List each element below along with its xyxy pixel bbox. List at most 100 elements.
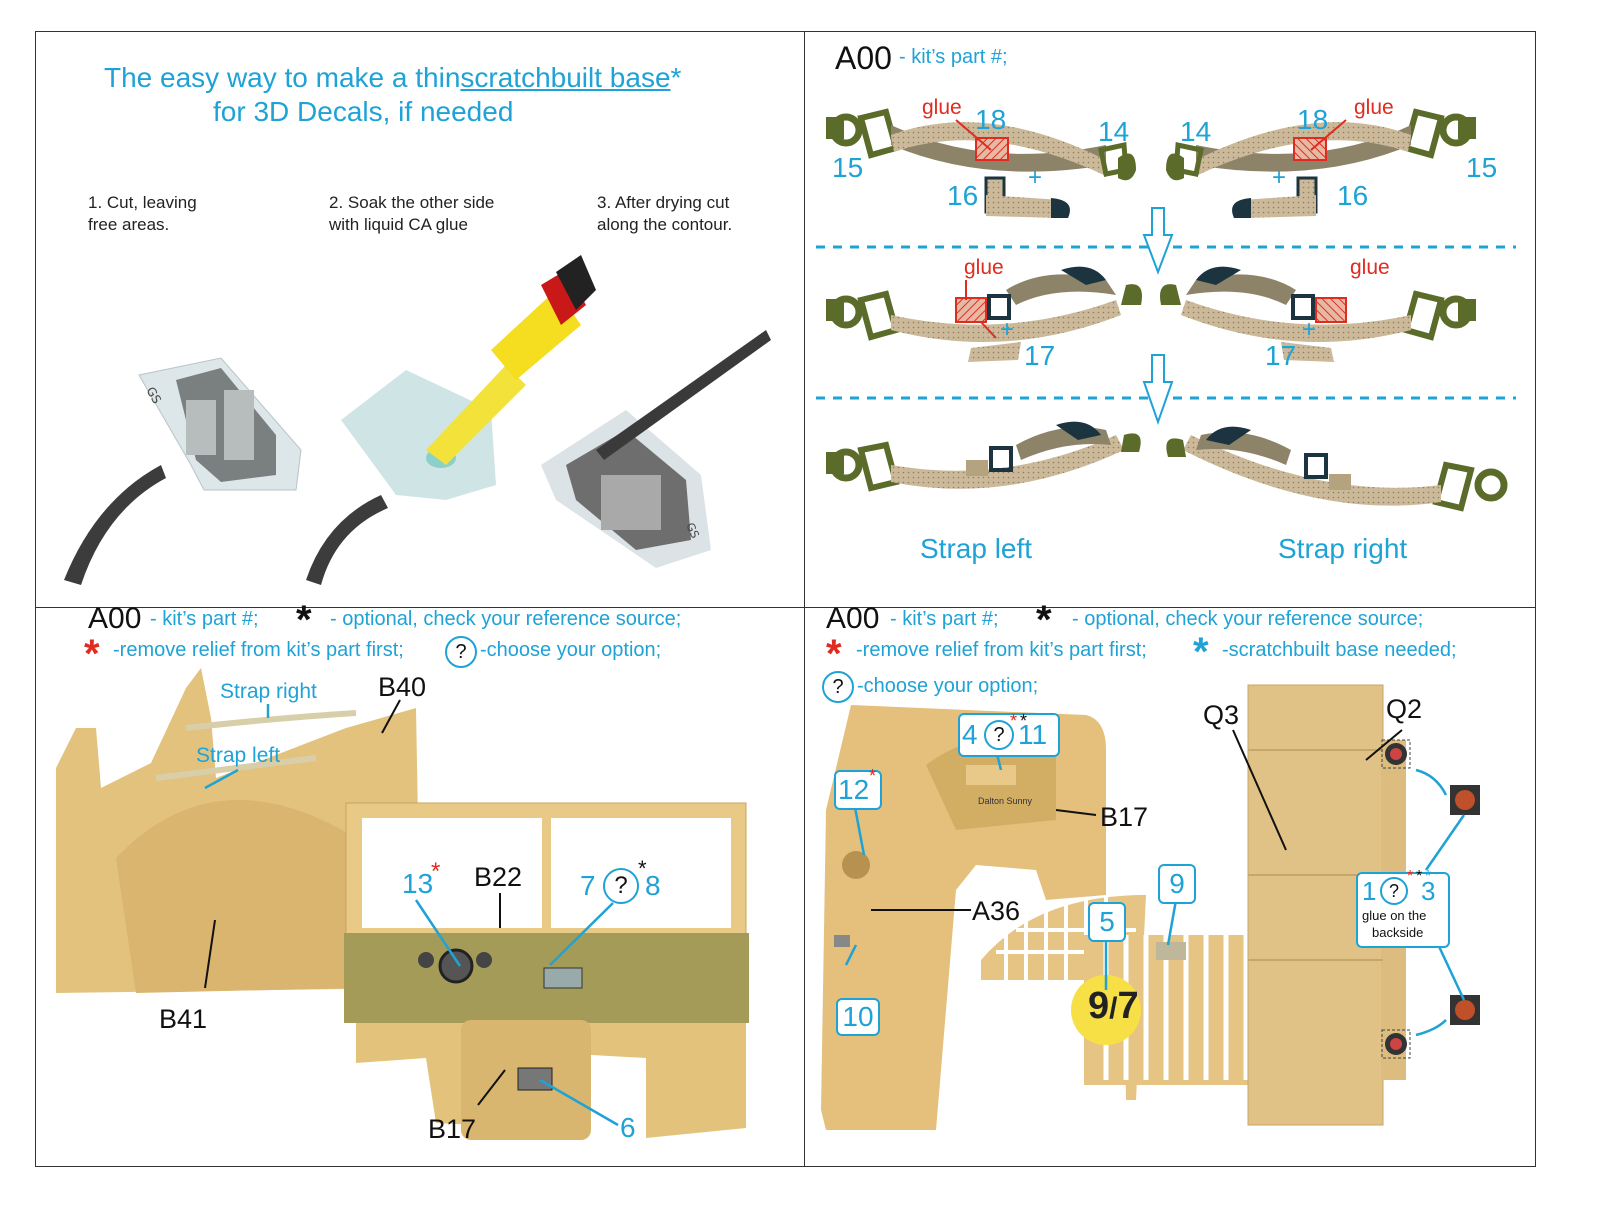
part-15: 15 — [1466, 152, 1498, 183]
part-15: 15 — [832, 152, 864, 183]
instruction-sheet-frame — [35, 31, 1536, 1167]
title-line1: The easy way to make a thin — [104, 62, 461, 93]
step-2-line2: with liquid CA glue — [329, 215, 468, 234]
label-strap-left: Strap left — [196, 744, 281, 767]
label-b40: B40 — [378, 672, 427, 702]
badge-fraction: 9/7 — [1088, 985, 1139, 1027]
part-box-10: 10 — [836, 998, 880, 1036]
label-b22: B22 — [474, 862, 523, 892]
down-arrow-icon — [1142, 354, 1174, 426]
strap-right-step1 — [1166, 108, 1476, 218]
remove-relief-star: * — [84, 632, 100, 676]
optional-star: * — [1416, 868, 1423, 885]
label-q3: Q3 — [1203, 700, 1240, 730]
part-16: 16 — [947, 180, 979, 211]
glue-backside-line2: backside — [1372, 925, 1424, 940]
part-box-12: 12 * — [834, 766, 882, 810]
part-18: 18 — [1297, 104, 1329, 135]
part-4: 4 — [962, 719, 978, 750]
part-box-5: 5 — [1088, 902, 1126, 942]
part-3: 3 — [1421, 876, 1436, 906]
label-b41: B41 — [159, 1004, 208, 1034]
strap-left-final — [826, 421, 1141, 492]
step-2: 2. Soak the other side with liquid CA gl… — [329, 192, 494, 236]
legend-code: A00 — [835, 40, 892, 76]
legend-text: - kit’s part #; — [890, 608, 999, 630]
optional-star: * — [638, 856, 647, 881]
badge-top: 9 — [1088, 985, 1110, 1027]
step-1-line1: 1. Cut, leaving — [88, 193, 197, 212]
part-6: 6 — [620, 1112, 636, 1143]
step-1: 1. Cut, leaving free areas. — [88, 192, 197, 236]
plus-sign: + — [1272, 164, 1287, 191]
scratchbuilt-photos: GS GS — [64, 255, 771, 585]
part-8: 8 — [645, 870, 661, 901]
callout-lines — [204, 699, 619, 1127]
optional-star: * — [1036, 598, 1052, 642]
part-18: 18 — [975, 104, 1007, 135]
remove-relief-star: * — [1010, 711, 1018, 731]
title-line2: for 3D Decals, if needed — [213, 96, 514, 127]
legend-text: - kit’s part #; — [150, 608, 259, 630]
legend-code: A00 — [826, 602, 880, 635]
part-box-1-3: 1 ? * * * 3 glue on the backside — [1356, 868, 1450, 948]
legend-text: - kit’s part #; — [899, 46, 1008, 68]
part-14: 14 — [1180, 116, 1212, 147]
choose-option-icon: ? — [445, 636, 477, 668]
strap-diagram — [816, 108, 1516, 512]
glue-label: glue — [1354, 96, 1394, 119]
choose-option-icon: ? — [603, 868, 639, 904]
title-star: * — [670, 62, 682, 93]
choose-option-icon: ? — [822, 671, 854, 703]
part-14: 14 — [1098, 116, 1130, 147]
scratchbuilt-star: * — [1425, 868, 1432, 885]
legend-text-choose: -choose your option; — [480, 639, 662, 661]
part-17: 17 — [1024, 340, 1056, 371]
plus-sign: + — [1302, 316, 1317, 343]
remove-relief-star: * — [826, 632, 842, 676]
part-17: 17 — [1265, 340, 1297, 371]
panel-divider-vertical — [804, 31, 805, 1167]
optional-star: * — [1020, 711, 1028, 731]
panel-divider-horizontal — [35, 607, 1536, 608]
label-b17: B17 — [428, 1114, 477, 1144]
down-arrow-icon — [1142, 207, 1174, 275]
strap-left-caption: Strap left — [920, 533, 1033, 564]
step-3: 3. After drying cut along the contour. — [597, 192, 732, 236]
part-1: 1 — [1362, 876, 1377, 906]
legend-code: A00 — [88, 602, 142, 635]
remove-relief-star: * — [431, 858, 441, 885]
part-box-4-11: 4 ? * * 11 — [958, 711, 1060, 757]
panel-title: The easy way to make a thinscratchbuilt … — [104, 62, 681, 94]
strap-left-step1 — [826, 108, 1136, 218]
legend-text-remove-relief: -remove relief from kit’s part first; — [856, 639, 1147, 661]
scratchbuilt-star: * — [1193, 630, 1209, 674]
remove-relief-star: * — [869, 766, 877, 786]
title-link: scratchbuilt base — [460, 62, 671, 93]
step-2-line1: 2. Soak the other side — [329, 193, 495, 212]
part-7: 7 — [580, 870, 596, 901]
cut-contour-photo: GS — [541, 330, 771, 568]
engine-block — [821, 705, 1106, 1130]
glue-application-photo — [306, 255, 596, 585]
legend-text-remove-relief: -remove relief from kit’s part first; — [113, 639, 404, 661]
step-3-line1: 3. After drying cut — [597, 193, 730, 212]
decal-code-3: GS — [683, 521, 701, 541]
cab-photo — [56, 668, 749, 1140]
optional-star: * — [296, 598, 312, 642]
choose-option-icon: ? — [984, 720, 1014, 750]
legend-text-choose: -choose your option; — [857, 675, 1039, 697]
glue-label: glue — [964, 256, 1004, 279]
part-9: 9 — [1169, 868, 1185, 899]
plus-sign: + — [1000, 316, 1015, 343]
plus-sign: + — [1028, 164, 1043, 191]
strap-right-step2 — [1160, 266, 1476, 362]
label-a36: A36 — [972, 896, 1021, 926]
legend-text-optional: - optional, check your reference source; — [1072, 608, 1424, 630]
choose-option-icon: ? — [1380, 877, 1408, 905]
option-badge — [1071, 975, 1141, 1045]
strap-right-caption: Strap right — [1278, 533, 1408, 564]
cut-decal-photo: GS — [64, 357, 302, 585]
gauge-icons — [1381, 739, 1480, 1059]
step-3-line2: along the contour. — [597, 215, 733, 234]
